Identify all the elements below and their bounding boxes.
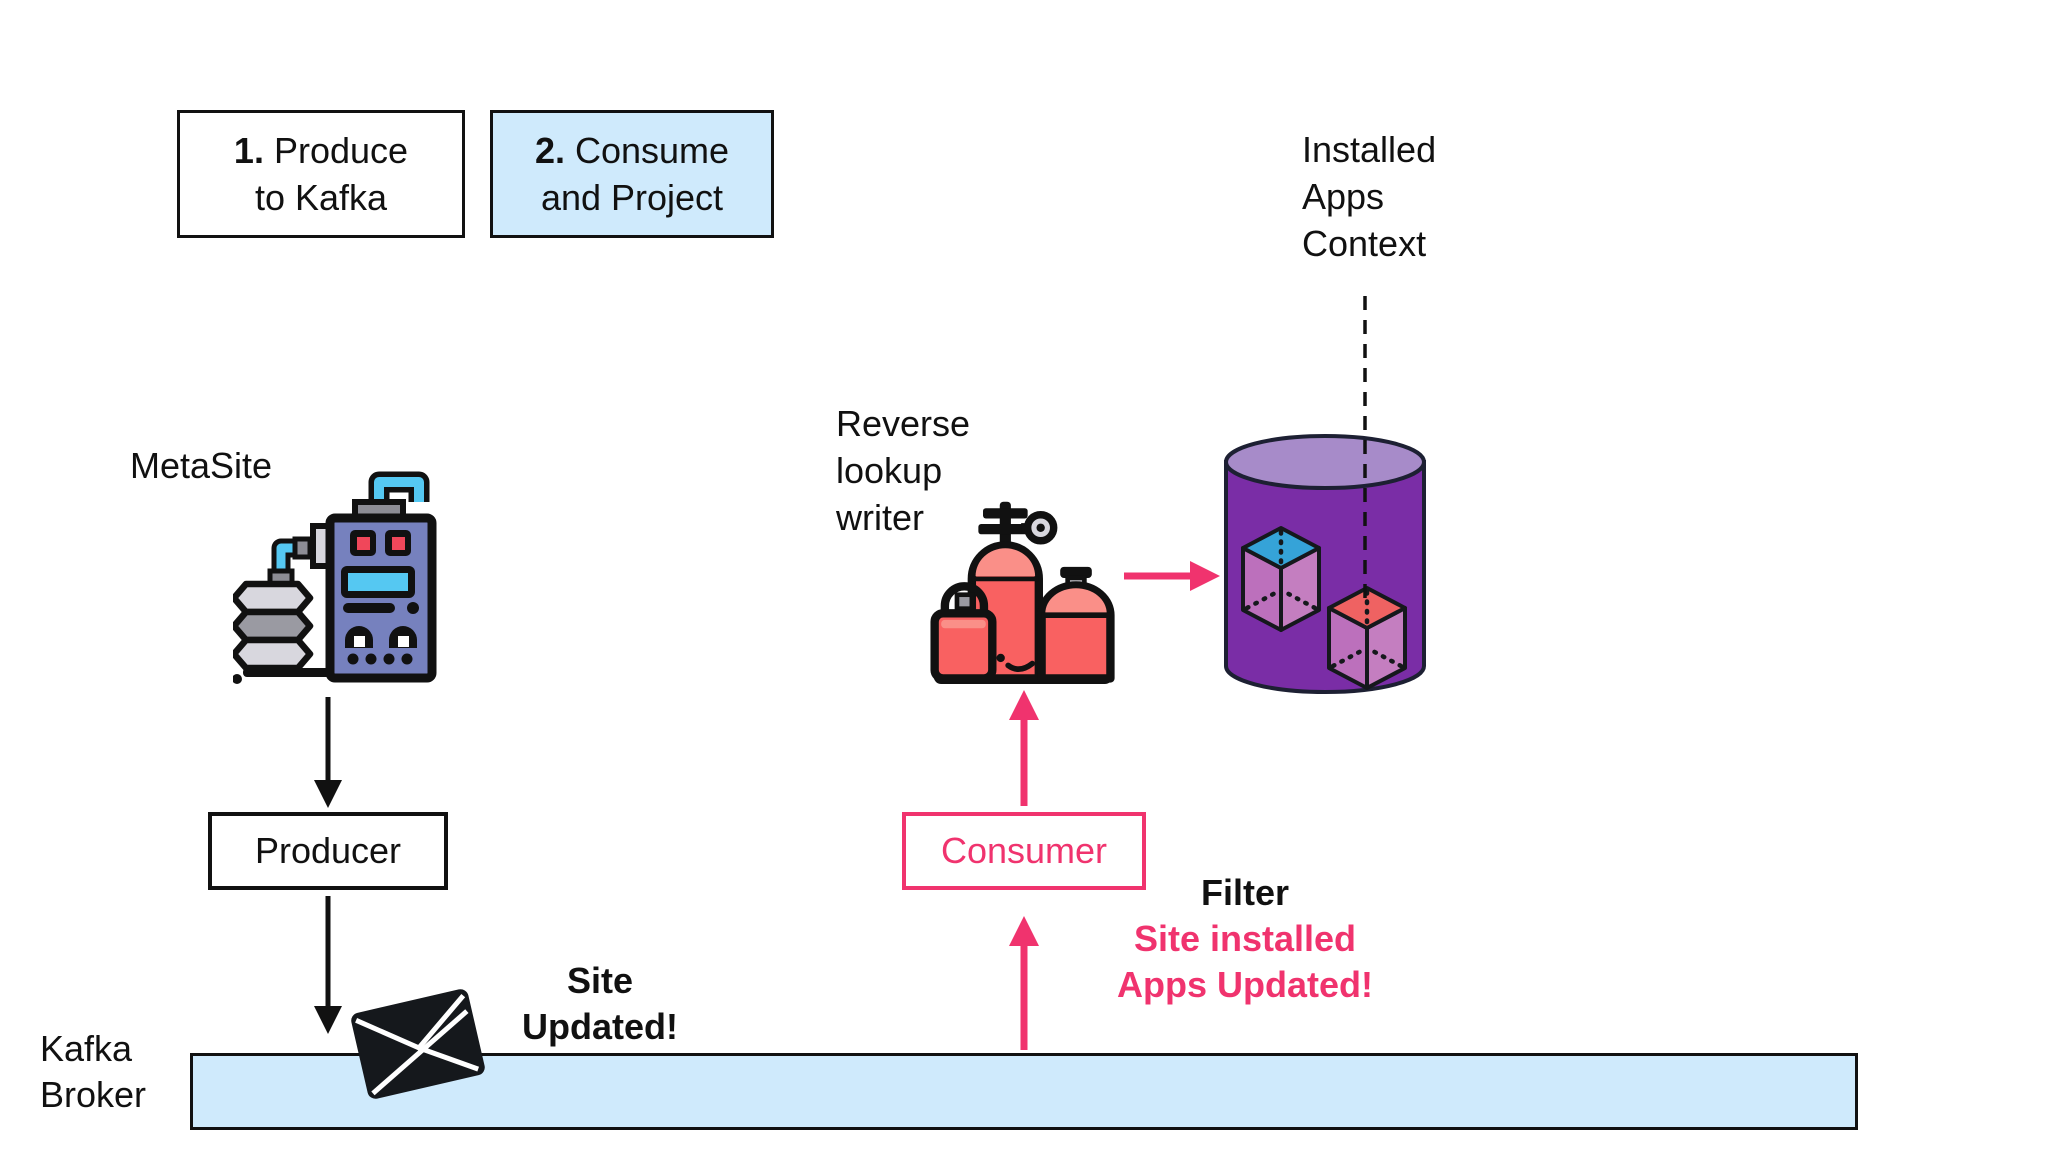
database-top bbox=[1224, 434, 1426, 490]
reverse-lookup-writer-label: Reverse lookup writer bbox=[836, 403, 971, 538]
filter-line-2: Apps Updated! bbox=[1117, 964, 1373, 1005]
envelope-icon bbox=[351, 989, 485, 1099]
machine-gauge-window bbox=[354, 636, 365, 647]
consumer-box: Consumer bbox=[902, 812, 1146, 890]
app-cube-red-icon bbox=[1327, 586, 1407, 690]
step-1-line-2: to Kafka bbox=[254, 177, 388, 218]
arrow-broker-to-consumer bbox=[1009, 916, 1039, 1050]
app-cube-blue-icon bbox=[1241, 526, 1321, 632]
installed-apps-context-label: Installed Apps Context bbox=[1302, 129, 1437, 264]
context-dashed-line bbox=[1363, 296, 1367, 604]
machine-indicator-dots bbox=[347, 653, 413, 665]
arrow-consumer-to-writer bbox=[1009, 690, 1039, 806]
machine-slot bbox=[343, 603, 395, 613]
step-2-number: 2. bbox=[534, 130, 565, 171]
filter-line-1: Site installed bbox=[1133, 918, 1357, 959]
machine-screen bbox=[348, 573, 408, 591]
producer-label: Producer bbox=[254, 830, 402, 871]
filter-title: Filter bbox=[1200, 872, 1289, 913]
step-1-produce-box: 1. Produce to Kafka bbox=[177, 110, 465, 238]
machine-pipe-joint bbox=[292, 536, 313, 560]
database-cylinder-icon bbox=[1224, 434, 1426, 694]
canister-valve bbox=[978, 501, 1058, 549]
step-2-line-1: 2. Consume bbox=[534, 130, 730, 171]
consumer-label: Consumer bbox=[940, 830, 1108, 871]
step-1-number: 1. bbox=[233, 130, 264, 171]
machine-gauge-window bbox=[398, 636, 409, 647]
step-2-consume-box: 2. Consume and Project bbox=[490, 110, 774, 238]
producer-box: Producer bbox=[208, 812, 448, 890]
arrow-producer-to-broker bbox=[314, 896, 342, 1034]
filter-annotation: Filter Site installed Apps Updated! bbox=[1078, 870, 1412, 1008]
machine-base bbox=[243, 668, 335, 677]
canister-left bbox=[930, 582, 997, 683]
machine-dot bbox=[407, 602, 419, 614]
site-updated-label: Site Updated! bbox=[522, 960, 678, 1047]
factory-machine-icon bbox=[233, 471, 437, 684]
canister-right bbox=[1037, 566, 1115, 683]
machine-red-button bbox=[392, 537, 405, 550]
step-2-line-2: and Project bbox=[540, 177, 724, 218]
kafka-broker-label: Kafka Broker bbox=[40, 1028, 147, 1115]
machine-base-dot bbox=[233, 674, 242, 684]
machine-red-button bbox=[357, 537, 370, 550]
arrow-writer-to-db bbox=[1124, 561, 1220, 591]
metasite-label: MetaSite bbox=[130, 445, 273, 486]
gas-canisters-icon bbox=[930, 501, 1115, 684]
machine-top-pipe bbox=[374, 477, 424, 515]
machine-bellows bbox=[233, 580, 314, 672]
arrow-metasite-to-producer bbox=[314, 697, 342, 808]
step-1-line-1: 1. Produce bbox=[233, 130, 409, 171]
